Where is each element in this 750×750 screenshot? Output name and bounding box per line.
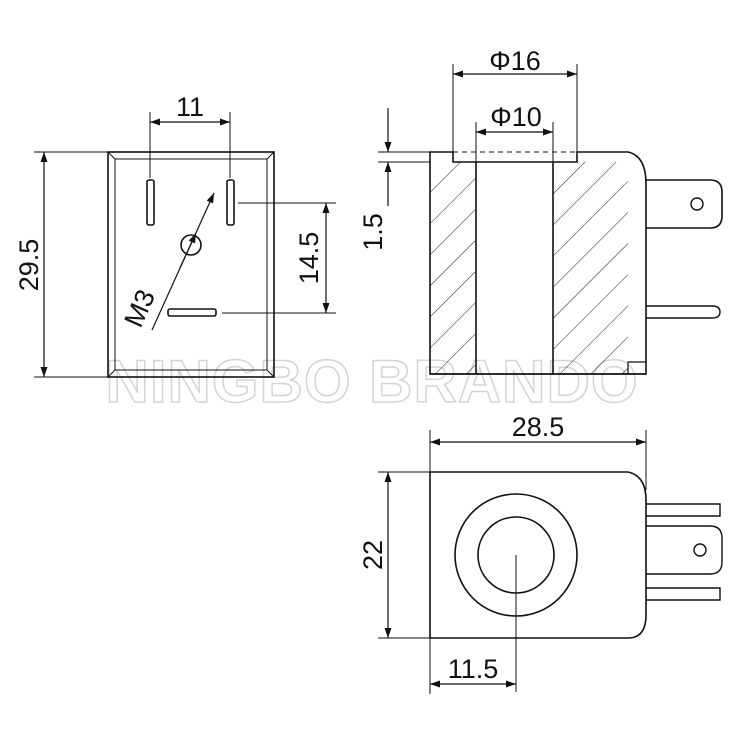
- ground-terminal: [646, 305, 721, 319]
- dim-pin-offset: 14.5: [294, 232, 324, 285]
- section-view: [378, 64, 723, 375]
- front-view-inner-body: [114, 158, 268, 371]
- pin-slot-right: [226, 179, 235, 226]
- front-view: [34, 112, 336, 378]
- top-view-body: [429, 471, 647, 639]
- pin-slot-ground: [167, 308, 217, 317]
- section-outline: [429, 151, 647, 375]
- dim-front-height: 29.5: [14, 239, 44, 292]
- front-view-outer-body: [107, 151, 275, 378]
- spade-terminal: [646, 179, 723, 229]
- dim-length: 28.5: [512, 412, 565, 442]
- dim-inner-diameter: Φ10: [490, 102, 542, 132]
- dim-bore-offset: 11.5: [448, 654, 499, 684]
- top-view: [378, 430, 723, 694]
- dim-pin-spacing: 11: [176, 92, 204, 122]
- top-view-terminals: [646, 503, 723, 601]
- pin-slot-left: [146, 179, 155, 226]
- dim-outer-diameter: Φ16: [489, 46, 541, 76]
- dim-width: 22: [358, 540, 388, 570]
- watermark-text: NINGBO BRANDO: [106, 348, 639, 415]
- dim-recess-depth: 1.5: [358, 213, 388, 251]
